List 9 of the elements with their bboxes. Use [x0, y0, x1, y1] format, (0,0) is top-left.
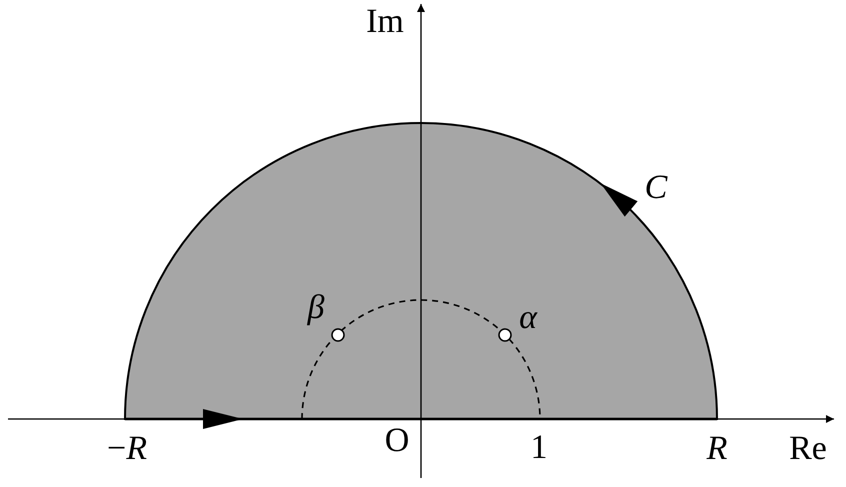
contour-label: C [644, 171, 668, 205]
tick-label: R [706, 432, 728, 466]
axis-label: Im [366, 5, 404, 39]
axis-label: Re [789, 432, 827, 466]
tick-label: 1 [530, 431, 548, 465]
point-label: β [308, 291, 324, 325]
origin-label: O [384, 424, 410, 458]
tick-label: −R [107, 432, 147, 466]
point-label: α [519, 301, 537, 335]
